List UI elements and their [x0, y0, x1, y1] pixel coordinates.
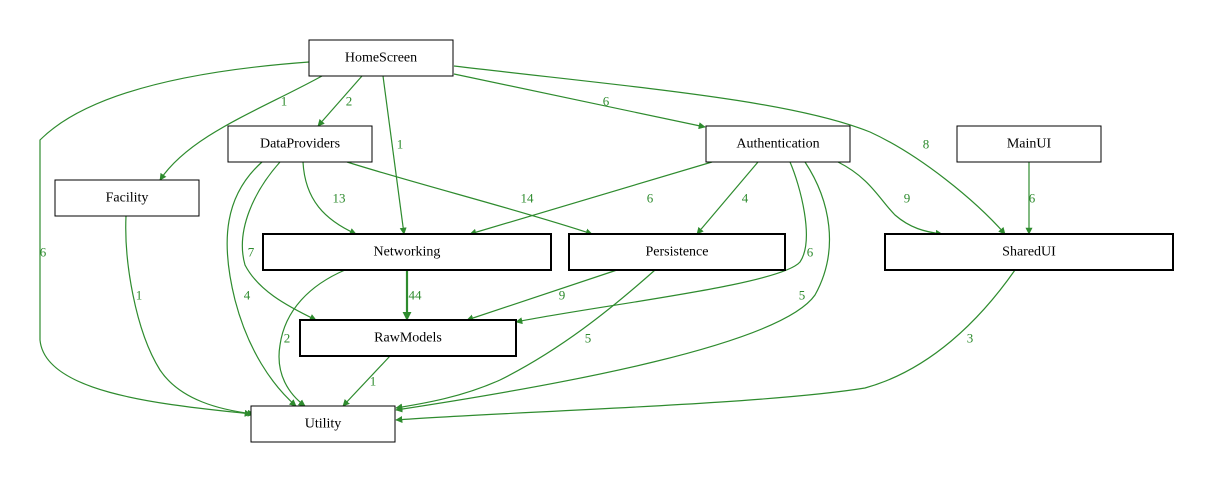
edge-label: 9	[559, 288, 566, 303]
node-label: MainUI	[1007, 137, 1052, 152]
edge-label: 3	[967, 331, 974, 346]
node-label: DataProviders	[260, 137, 340, 152]
edge-authentication-rawmodels: 6	[515, 161, 814, 325]
edge-facility-utility: 1	[125, 215, 255, 417]
edge-networking-rawmodels: 44	[402, 270, 423, 321]
edge-label: 7	[248, 245, 255, 260]
edge-label: 4	[244, 288, 251, 303]
edge-label: 6	[807, 245, 814, 260]
edge-dataproviders-rawmodels: 7	[241, 161, 317, 321]
edge-label: 5	[799, 288, 806, 303]
edge-homescreen-authentication: 6	[453, 73, 706, 130]
edge-label: 6	[40, 245, 47, 260]
node-mainui[interactable]: MainUI	[956, 125, 1102, 163]
node-label: SharedUI	[1002, 245, 1056, 260]
edge-homescreen-sharedui: 8	[453, 65, 1006, 235]
edge-label: 13	[333, 191, 346, 206]
node-label: Persistence	[646, 245, 709, 260]
edge-label: 44	[409, 288, 423, 303]
node-networking[interactable]: Networking	[262, 233, 552, 271]
node-label: RawModels	[374, 331, 442, 346]
edge-label: 2	[346, 94, 353, 109]
node-label: Facility	[106, 191, 149, 206]
node-label: Networking	[374, 245, 441, 260]
edge-dataproviders-networking: 13	[302, 161, 357, 235]
node-label: HomeScreen	[345, 51, 417, 66]
edge-label: 8	[923, 137, 930, 152]
edge-homescreen-networking: 1	[382, 75, 407, 235]
node-authentication[interactable]: Authentication	[705, 125, 851, 163]
edge-label: 6	[647, 191, 654, 206]
edge-label: 1	[281, 94, 288, 109]
edge-homescreen-facility: 1	[159, 75, 323, 181]
edge-persistence-rawmodels: 9	[466, 269, 618, 322]
edge-homescreen-dataproviders: 2	[317, 75, 363, 127]
node-facility[interactable]: Facility	[54, 179, 200, 217]
node-homescreen[interactable]: HomeScreen	[308, 39, 454, 77]
node-sharedui[interactable]: SharedUI	[884, 233, 1174, 271]
edge-dataproviders-persistence: 14	[346, 161, 593, 236]
node-dataproviders[interactable]: DataProviders	[227, 125, 373, 163]
edge-label: 2	[284, 331, 291, 346]
node-label: Utility	[305, 417, 342, 432]
edge-authentication-persistence: 4	[696, 161, 759, 235]
edge-label: 1	[397, 137, 404, 152]
edge-label: 4	[742, 191, 749, 206]
node-persistence[interactable]: Persistence	[568, 233, 786, 271]
node-label: Authentication	[736, 137, 819, 152]
edge-label: 14	[521, 191, 535, 206]
edge-homescreen-utility: 6	[39, 61, 310, 417]
edge-label: 9	[904, 191, 911, 206]
edge-mainui-sharedui: 6	[1025, 162, 1036, 235]
edge-authentication-sharedui: 9	[837, 161, 943, 237]
edge-label: 1	[136, 288, 143, 303]
edge-label: 1	[370, 374, 377, 389]
edge-persistence-utility: 5	[395, 269, 656, 411]
edge-authentication-utility: 5	[395, 161, 831, 413]
node-rawmodels[interactable]: RawModels	[299, 319, 517, 357]
node-utility[interactable]: Utility	[250, 405, 396, 443]
nodes: HomeScreen DataProviders Authentication …	[54, 39, 1174, 443]
edge-label: 6	[603, 94, 610, 109]
edge-label: 5	[585, 331, 592, 346]
edge-label: 6	[1029, 191, 1036, 206]
edge-dataproviders-utility: 4	[226, 161, 297, 407]
edges: 1 2 1 6 8 6 13	[39, 61, 1036, 424]
edge-networking-utility: 2	[278, 269, 346, 407]
edge-rawmodels-utility: 1	[342, 355, 391, 407]
edge-sharedui-utility: 3	[395, 269, 1016, 424]
edge-authentication-networking: 6	[469, 161, 713, 236]
